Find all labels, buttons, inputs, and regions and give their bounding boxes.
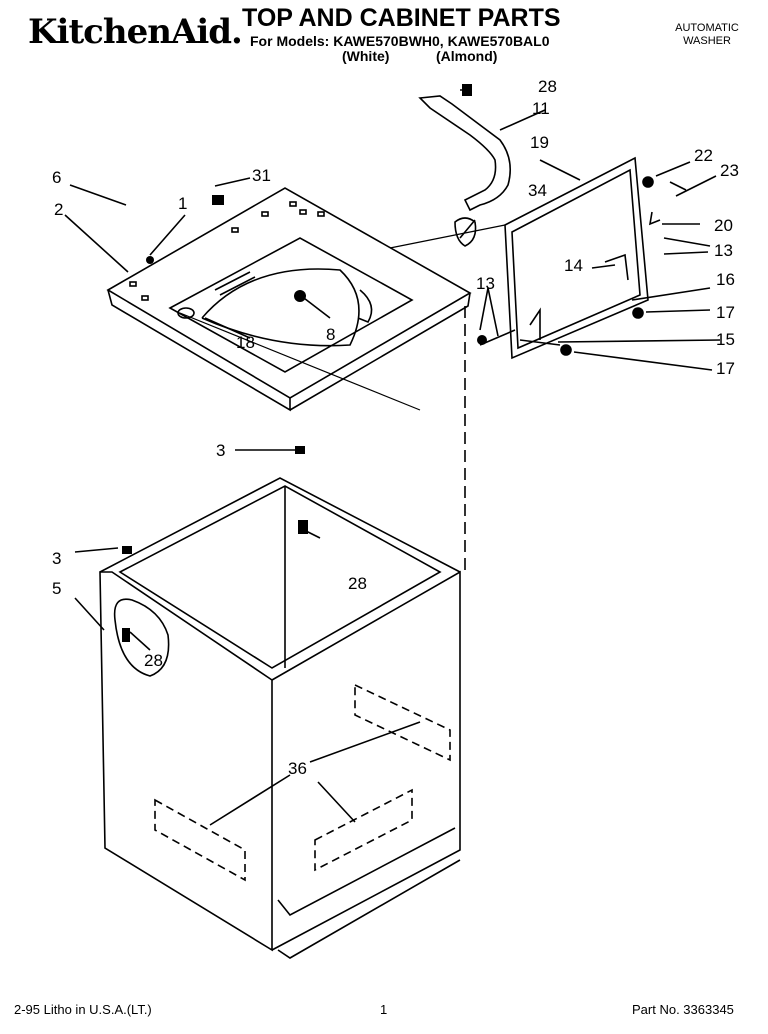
callout-20: 20 xyxy=(714,216,733,235)
lid-switch-harness xyxy=(418,95,511,212)
callout-15: 15 xyxy=(716,330,735,349)
part-number: Part No. 3363345 xyxy=(632,1002,734,1017)
callout-28c: 28 xyxy=(144,651,163,670)
callout-5: 5 xyxy=(52,579,61,598)
cutout-2 xyxy=(154,798,246,882)
callout-18: 18 xyxy=(236,333,255,352)
callout-22: 22 xyxy=(694,146,713,165)
appliance-type-line2: WASHER xyxy=(683,35,731,47)
callout-28a: 28 xyxy=(538,77,557,96)
callout-17b: 17 xyxy=(716,359,735,378)
callout-23: 23 xyxy=(720,161,739,180)
callout-28b: 28 xyxy=(348,574,367,593)
callout-13a: 13 xyxy=(714,241,733,260)
callout-6: 6 xyxy=(52,168,61,187)
callout-31: 31 xyxy=(252,166,271,185)
callout-19: 19 xyxy=(530,133,549,152)
color-almond: (Almond) xyxy=(436,48,498,64)
diagram-linework xyxy=(64,89,721,959)
cabinet xyxy=(99,571,273,952)
callout-16: 16 xyxy=(716,270,735,289)
callout-1: 1 xyxy=(178,194,187,213)
callout-17a: 17 xyxy=(716,303,735,322)
fasteners xyxy=(122,84,487,642)
color-white: (White) xyxy=(342,48,390,64)
top-opening xyxy=(168,237,414,373)
kitchenaid-logo: KitchenAid. xyxy=(28,12,243,52)
callout-8: 8 xyxy=(326,325,335,344)
callout-34: 34 xyxy=(528,181,547,200)
model-numbers: For Models: KAWE570BWH0, KAWE570BAL0 xyxy=(250,33,550,49)
lid xyxy=(504,156,649,360)
cutout-1 xyxy=(354,683,451,762)
page-title: TOP AND CABINET PARTS xyxy=(242,4,561,32)
callout-3b: 3 xyxy=(52,549,61,568)
callout-14: 14 xyxy=(564,256,583,275)
appliance-type-line1: AUTOMATIC xyxy=(675,22,739,34)
appliance-type: AUTOMATIC WASHER xyxy=(662,22,752,48)
callout-11: 11 xyxy=(532,99,550,118)
callout-2: 2 xyxy=(54,200,63,219)
callout-36: 36 xyxy=(288,759,307,778)
callout-labels: 28 11 19 22 23 6 31 34 1 2 20 13 14 16 1… xyxy=(52,77,739,778)
top-panel xyxy=(106,187,472,399)
callout-3a: 3 xyxy=(216,441,225,460)
callout-13b: 13 xyxy=(476,274,495,293)
cutout-3 xyxy=(314,788,413,872)
litho-note: 2-95 Litho in U.S.A.(LT.) xyxy=(14,1002,152,1017)
page-number: 1 xyxy=(380,1002,388,1017)
